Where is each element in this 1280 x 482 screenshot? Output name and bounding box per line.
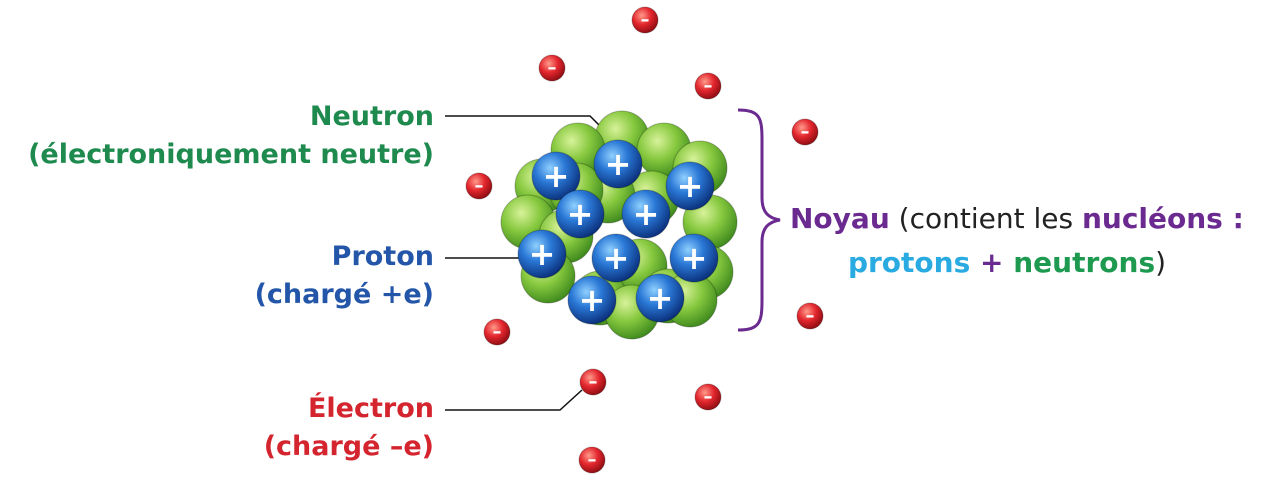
electron-sphere: – bbox=[579, 368, 607, 396]
nucleus: ++++++++++ bbox=[500, 110, 738, 340]
electron-sphere-symbol: – bbox=[704, 76, 713, 97]
proton-sphere-symbol: + bbox=[681, 239, 708, 277]
electron-sphere-symbol: – bbox=[589, 372, 598, 393]
proton-sphere: + bbox=[669, 233, 719, 283]
electron-sphere-symbol: – bbox=[806, 306, 815, 327]
proton-sphere: + bbox=[635, 273, 685, 323]
nucleus-paren-open: (contient les bbox=[889, 202, 1082, 235]
electrons: – – – – – – – – – – bbox=[465, 6, 824, 474]
neutron-label-title: Neutron bbox=[309, 101, 434, 132]
proton-sphere-symbol: + bbox=[647, 279, 674, 317]
electron-leader-line bbox=[445, 389, 583, 411]
electron-label: Électron (chargé –e) bbox=[264, 390, 434, 466]
proton-sphere: + bbox=[593, 139, 643, 189]
proton-sphere: + bbox=[621, 189, 671, 239]
proton-sphere-symbol: + bbox=[633, 195, 660, 233]
nucleus-word: Noyau bbox=[790, 202, 890, 235]
electron-sphere-symbol: – bbox=[704, 387, 713, 408]
proton-sphere-symbol: + bbox=[529, 235, 556, 273]
nucleus-label: Noyau (contient les nucléons : protons +… bbox=[790, 197, 1270, 285]
electron-sphere: – bbox=[694, 383, 722, 411]
proton-sphere: + bbox=[665, 161, 715, 211]
electron-sphere: – bbox=[578, 446, 606, 474]
proton-sphere-symbol: + bbox=[603, 239, 630, 277]
neutrons-word: neutrons bbox=[1013, 246, 1156, 279]
electron-sphere: – bbox=[465, 172, 493, 200]
electron-sphere: – bbox=[796, 302, 824, 330]
nucleus-bracket bbox=[737, 108, 781, 332]
nucleus-label-line2: protons + neutrons) bbox=[790, 241, 1224, 285]
electron-sphere-symbol: – bbox=[801, 122, 810, 143]
proton-sphere: + bbox=[531, 151, 581, 201]
proton-sphere: + bbox=[567, 275, 617, 325]
electron-label-subtitle: (chargé –e) bbox=[263, 431, 434, 462]
electron-sphere-symbol: – bbox=[493, 322, 502, 343]
neutron-label: Neutron (électroniquement neutre) bbox=[28, 98, 434, 174]
electron-sphere: – bbox=[483, 318, 511, 346]
proton-sphere: + bbox=[591, 233, 641, 283]
electron-sphere-symbol: – bbox=[475, 176, 484, 197]
electron-sphere: – bbox=[791, 118, 819, 146]
protons-word: protons bbox=[847, 246, 971, 279]
electron-label-title: Électron bbox=[307, 393, 434, 424]
electron-sphere-symbol: – bbox=[641, 10, 650, 31]
neutron-label-subtitle: (électroniquement neutre) bbox=[28, 139, 434, 170]
proton-label-title: Proton bbox=[331, 241, 434, 272]
electron-sphere: – bbox=[538, 54, 566, 82]
proton-sphere-symbol: + bbox=[567, 195, 594, 233]
nucleus-label-line1: Noyau (contient les nucléons : bbox=[790, 197, 1270, 241]
proton-sphere-symbol: + bbox=[579, 281, 606, 319]
proton-label: Proton (chargé +e) bbox=[255, 238, 434, 314]
proton-label-subtitle: (chargé +e) bbox=[254, 279, 434, 310]
proton-sphere-symbol: + bbox=[677, 167, 704, 205]
proton-sphere: + bbox=[517, 229, 567, 279]
proton-sphere: + bbox=[555, 189, 605, 239]
proton-sphere-symbol: + bbox=[543, 157, 570, 195]
electron-sphere-symbol: – bbox=[588, 450, 597, 471]
electron-sphere: – bbox=[631, 6, 659, 34]
proton-sphere-symbol: + bbox=[605, 145, 632, 183]
nucleons-word: nucléons : bbox=[1081, 202, 1244, 235]
plus-word: + bbox=[970, 246, 1014, 279]
nucleus-paren-close: ) bbox=[1155, 246, 1167, 279]
electron-sphere-symbol: – bbox=[548, 58, 557, 79]
electron-sphere: – bbox=[694, 72, 722, 100]
